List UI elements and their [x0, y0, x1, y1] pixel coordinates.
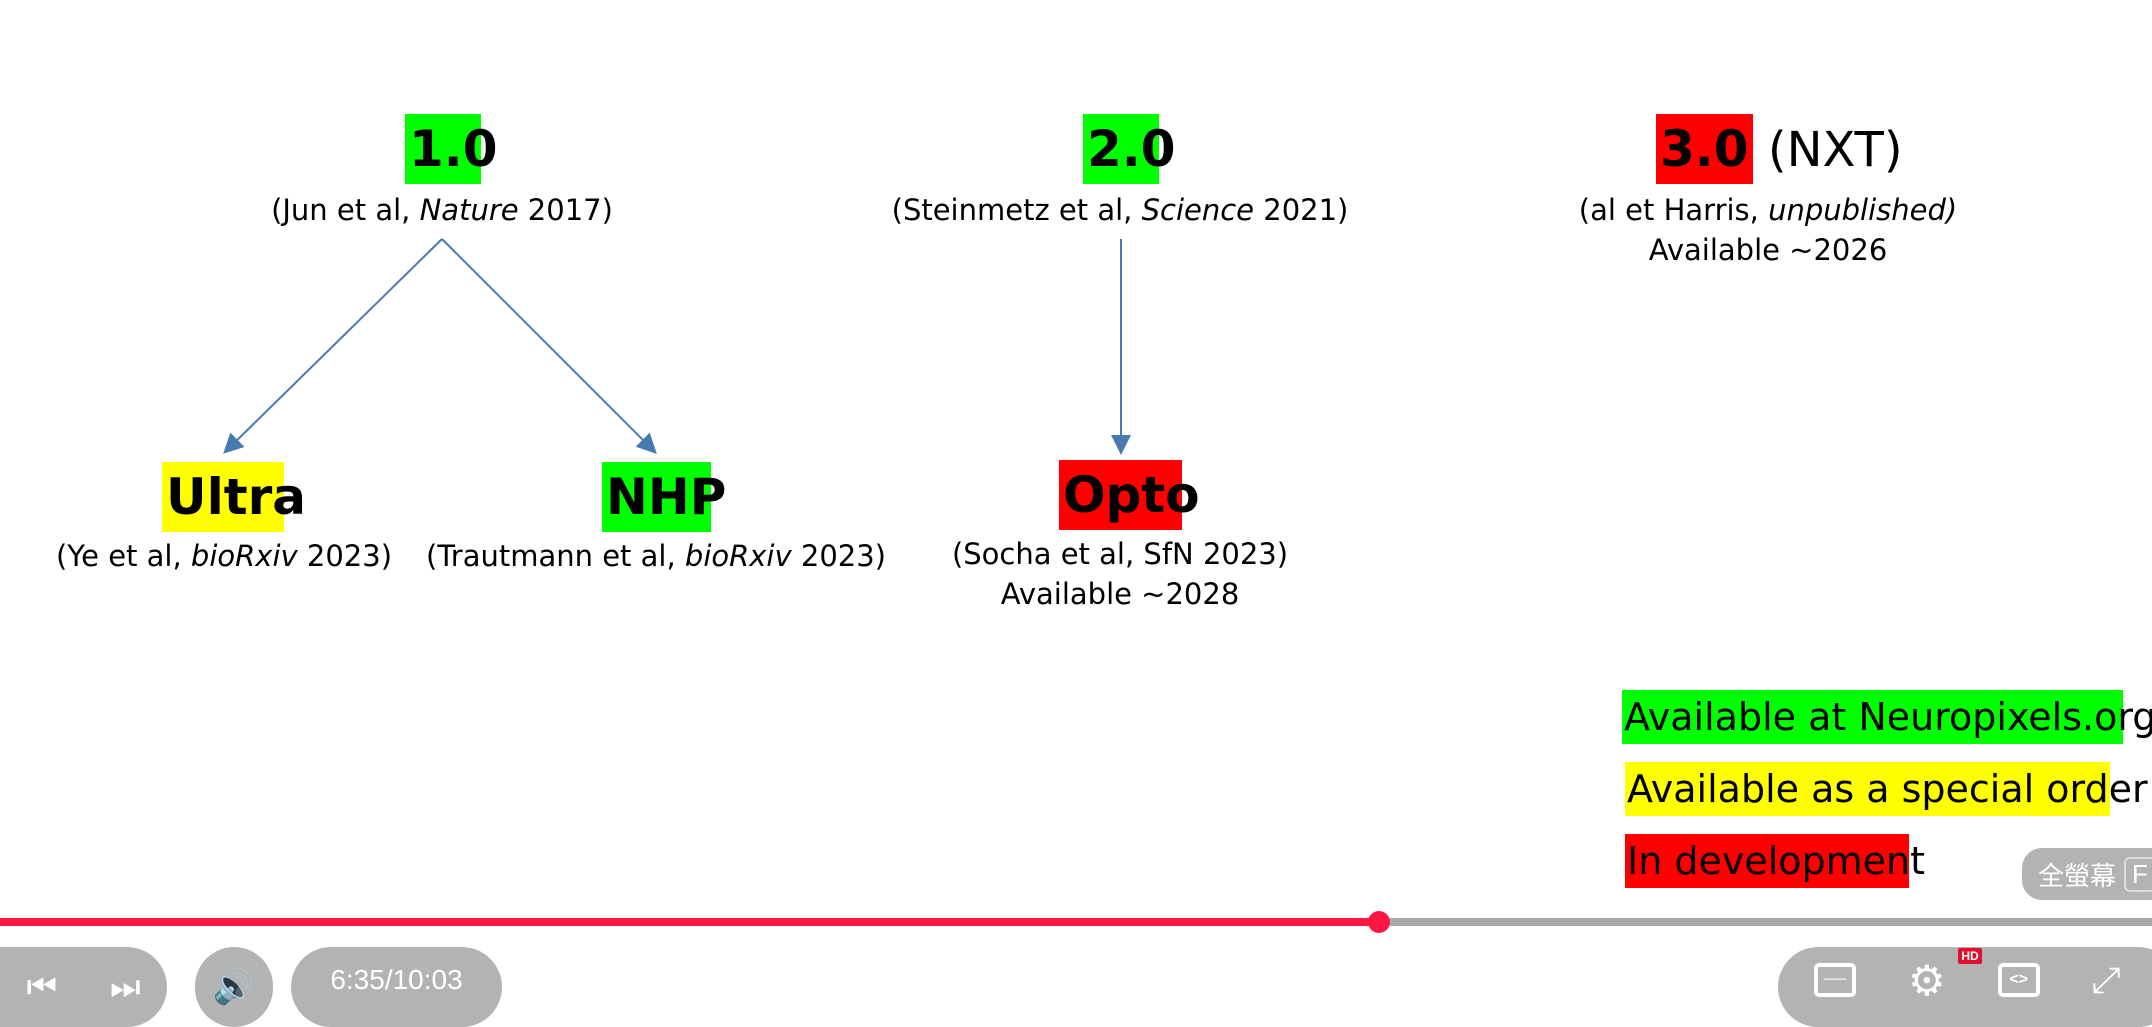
probe-nhp-label: NHP: [602, 462, 726, 532]
probe-3-0-availability: Available ~2026: [1648, 233, 1888, 267]
probe-3-0-suffix: (NXT): [1752, 122, 1903, 178]
arrow-1-to-nhp: [441, 238, 657, 454]
next-icon[interactable]: ⏭: [109, 967, 141, 1006]
duration: 10:03: [392, 964, 463, 995]
probe-ultra-citation: (Ye et al, bioRxiv 2023): [55, 539, 393, 573]
probe-2-0-label: 2.0: [1083, 114, 1176, 184]
right-controls: ── ⚙ HD <> ⤢: [1778, 947, 2152, 1027]
subtitles-icon: ──: [1823, 971, 1847, 988]
progress-scrubber[interactable]: [1368, 911, 1391, 933]
theater-mode-button[interactable]: <>: [1997, 963, 2040, 997]
time-display: 6:35 / 10:03: [291, 947, 502, 1027]
probe-opto-citation: (Socha et al, SfN 2023): [951, 537, 1289, 571]
subtitles-button[interactable]: ──: [1814, 963, 1856, 997]
probe-nhp-citation: (Trautmann et al, bioRxiv 2023): [426, 539, 886, 573]
legend-available: Available at Neuropixels.org: [1622, 690, 2152, 744]
probe-3-0-title: 3.0 (NXT): [1656, 114, 1903, 184]
settings-button[interactable]: ⚙ HD: [1908, 947, 1982, 1005]
previous-icon[interactable]: ⏮: [26, 967, 58, 1006]
hd-badge: HD: [1958, 947, 1982, 964]
probe-opto-availability: Available ~2028: [1000, 577, 1240, 611]
tooltip-text: 全螢幕: [2038, 860, 2117, 891]
time-separator: /: [384, 964, 393, 995]
probe-1-0-label: 1.0: [405, 114, 498, 184]
progress-played: [0, 918, 1380, 926]
probe-3-0-label: 3.0: [1656, 114, 1753, 184]
progress-bar[interactable]: [0, 911, 2152, 933]
gear-icon: ⚙: [1908, 956, 1946, 1004]
probe-3-0-citation: (al et Harris, unpublished): [1578, 193, 1958, 227]
volume-icon: 🔊: [212, 968, 256, 1006]
legend-in-development: In development: [1625, 834, 1925, 888]
fullscreen-icon: ⤢: [2091, 958, 2121, 1000]
arrow-1-to-ultra: [223, 238, 443, 454]
playback-controls: ⏮ ⏭: [0, 947, 167, 1027]
current-time: 6:35: [330, 964, 385, 995]
fullscreen-tooltip: 全螢幕 F: [2022, 848, 2152, 900]
tooltip-shortcut: F: [2124, 856, 2152, 892]
fullscreen-button[interactable]: ⤢: [2092, 959, 2121, 1002]
probe-1-0-citation: (Jun et al, Nature 2017): [271, 193, 613, 227]
probe-2-0-citation: (Steinmetz et al, Science 2021): [891, 193, 1349, 227]
legend-special-order: Available as a special order: [1625, 762, 2148, 816]
theater-icon: <>: [2009, 971, 2028, 988]
volume-button[interactable]: 🔊: [195, 947, 273, 1027]
probe-ultra-label: Ultra: [162, 462, 306, 532]
probe-opto-label: Opto: [1059, 460, 1200, 530]
